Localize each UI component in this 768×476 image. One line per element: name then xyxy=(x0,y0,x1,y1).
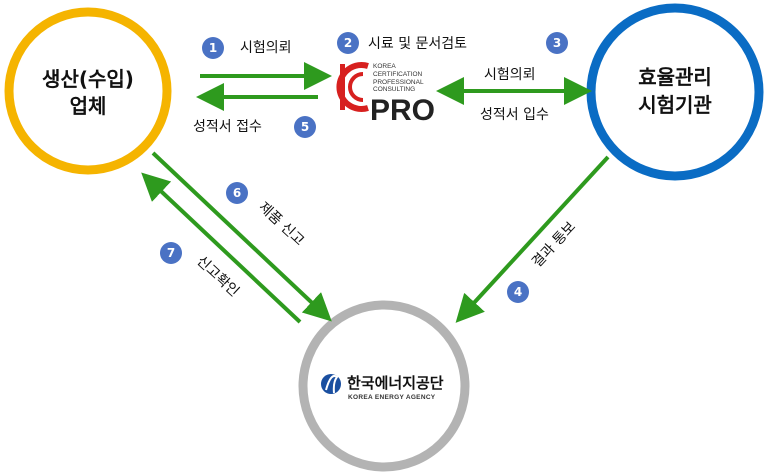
producer-label-line2: 업체 xyxy=(70,94,107,118)
step-badge-6: 6 xyxy=(226,182,248,204)
kc-mark-bar xyxy=(340,64,345,110)
kc-text-line1: KOREA xyxy=(373,63,396,70)
step-badge-4: 4 xyxy=(507,281,529,303)
step-badge-circle xyxy=(546,32,568,54)
lab-node: 효율관리 시험기관 xyxy=(586,3,764,181)
kc-text-line4: CONSULTING xyxy=(373,86,415,93)
step-label-5: 성적서 접수 xyxy=(193,119,262,135)
lab-label-line2: 시험기관 xyxy=(638,93,712,117)
step-badge-3: 3 xyxy=(546,32,568,54)
step-label-3: 시험의뢰 xyxy=(484,67,536,83)
producer-ring xyxy=(4,7,172,175)
step-badge-7: 7 xyxy=(160,242,182,264)
step-badge-number: 5 xyxy=(301,120,309,134)
arrow-step7 xyxy=(141,172,302,324)
kea-emblem-swoosh xyxy=(325,374,339,394)
kc-text-line3: PROFESSIONAL xyxy=(373,79,424,86)
step-badge-number: 6 xyxy=(233,186,241,200)
step-badge-circle xyxy=(337,32,359,54)
kc-mark-inner xyxy=(348,72,364,102)
kea-name-en: KOREA ENERGY AGENCY xyxy=(348,394,436,401)
step-badge-2: 2 xyxy=(337,32,359,54)
producer-label-line1: 생산(수입) xyxy=(42,67,134,91)
step-badge-number: 2 xyxy=(344,36,352,50)
kea-logo: 한국에너지공단 KOREA ENERGY AGENCY xyxy=(321,374,444,401)
step-label-6: 제품 신고 xyxy=(255,199,307,249)
step-badge-circle xyxy=(226,182,248,204)
lab-label-line1: 효율관리 xyxy=(638,65,712,89)
step-badge-number: 7 xyxy=(167,246,175,260)
arrow-step6 xyxy=(151,151,332,322)
step-label-4: 결과 통보 xyxy=(529,219,579,271)
step-badge-circle xyxy=(202,37,224,59)
agency-ring xyxy=(298,300,470,472)
kea-name-ko: 한국에너지공단 xyxy=(347,374,444,392)
step-label-2: 시료 및 문서검토 xyxy=(368,36,467,52)
lab-ring xyxy=(586,3,764,181)
kc-pro-logo: KOREA CERTIFICATION PROFESSIONAL CONSULT… xyxy=(336,62,435,127)
kc-mark-icon xyxy=(336,62,369,112)
step-badge-number: 1 xyxy=(209,41,217,55)
step-badge-number: 4 xyxy=(514,285,522,299)
arrow-step4 xyxy=(455,155,610,323)
step-badge-1: 1 xyxy=(202,37,224,59)
step-badge-circle xyxy=(294,116,316,138)
kc-pro-mark: PRO xyxy=(370,94,435,127)
step-badge-number: 3 xyxy=(553,36,561,50)
step-badge-5: 5 xyxy=(294,116,316,138)
step-label-1: 시험의뢰 xyxy=(240,40,292,56)
kc-text-line2: CERTIFICATION xyxy=(373,71,423,78)
agency-node: 한국에너지공단 KOREA ENERGY AGENCY xyxy=(298,300,470,472)
step-badge-circle xyxy=(160,242,182,264)
producer-node: 생산(수입) 업체 xyxy=(4,7,172,175)
step-label-report-receipt: 성적서 입수 xyxy=(480,107,549,123)
step-badge-circle xyxy=(507,281,529,303)
